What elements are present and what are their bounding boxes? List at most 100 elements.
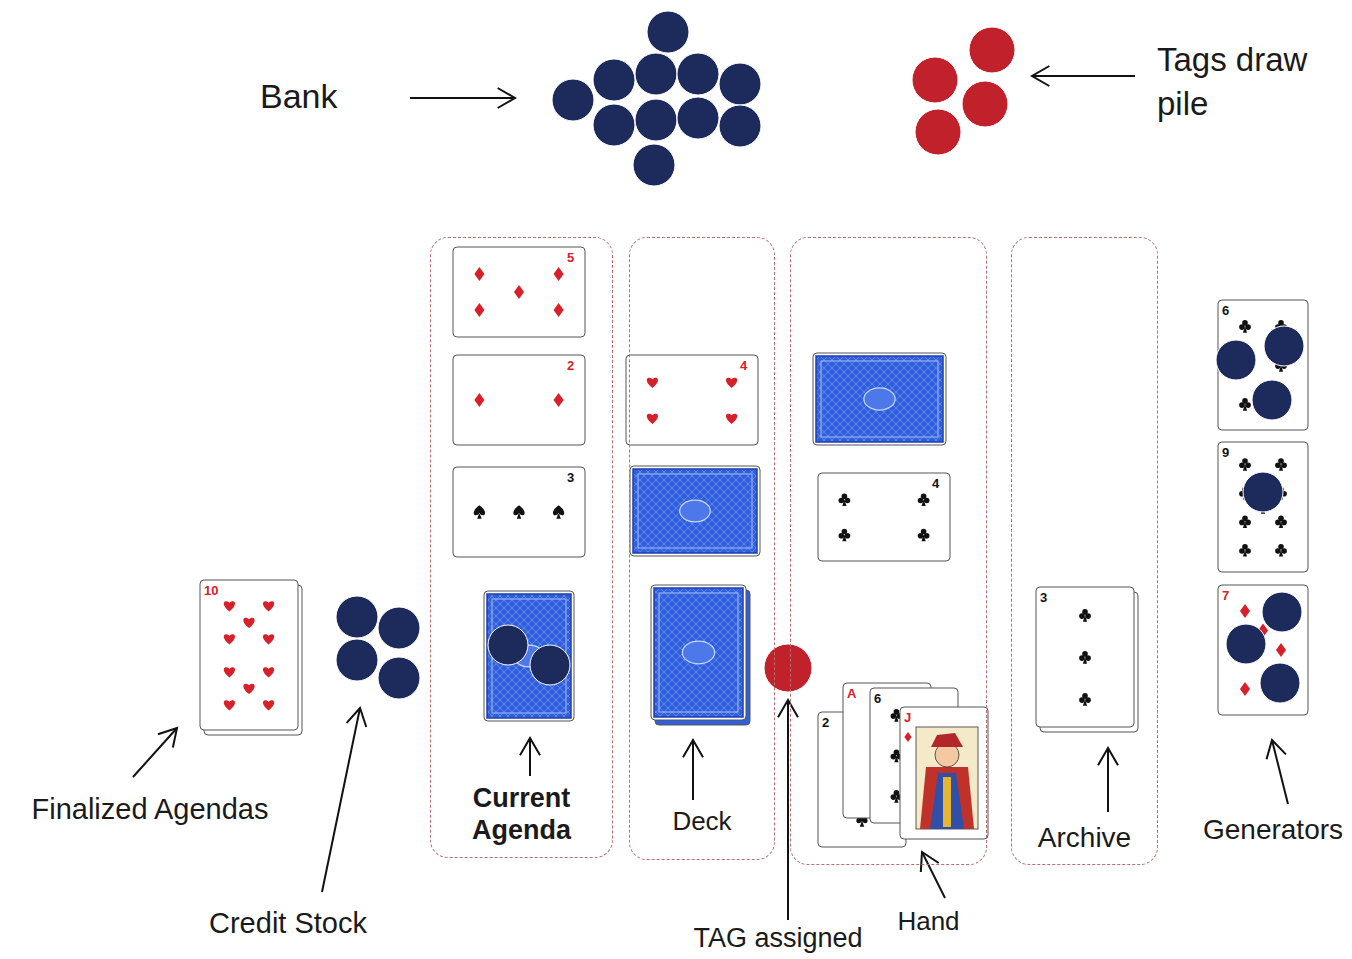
spade-pip xyxy=(553,505,564,518)
callout-label: Credit Stock xyxy=(209,906,367,941)
club-stem xyxy=(1083,657,1087,664)
club-lobe xyxy=(891,794,897,800)
jack-trim xyxy=(943,777,951,827)
club-stem xyxy=(842,535,846,542)
heart-pip xyxy=(243,684,254,694)
card-index: 2 xyxy=(822,716,829,729)
credit-token xyxy=(1243,472,1283,512)
club-pip xyxy=(839,494,851,507)
club-lobe xyxy=(1281,520,1287,526)
credit-token xyxy=(1252,380,1292,420)
credit-token xyxy=(635,99,677,141)
card-index: 10 xyxy=(204,584,218,597)
card-index: 5 xyxy=(567,251,574,264)
arrow-shaft xyxy=(692,740,694,800)
club-lobe xyxy=(891,713,897,719)
credit-token xyxy=(378,607,420,649)
club-stem xyxy=(1279,464,1283,471)
card-index: 4 xyxy=(932,477,939,490)
heart-pip xyxy=(263,601,274,611)
club-pip xyxy=(839,529,851,542)
callout-arrow xyxy=(1032,66,1135,86)
credit-token xyxy=(488,625,528,665)
callout-label: Generators xyxy=(1203,813,1343,847)
club-lobe xyxy=(1275,462,1281,468)
arrow-shaft xyxy=(529,738,531,776)
arrow-shaft xyxy=(787,700,789,920)
credit-token xyxy=(1216,340,1256,380)
zone-box: Hand xyxy=(790,237,987,865)
playing-card xyxy=(484,591,574,721)
club-lobe xyxy=(924,498,930,504)
club-lobe xyxy=(1239,520,1245,526)
playing-card xyxy=(1036,587,1138,732)
club-stem xyxy=(1279,521,1283,528)
arrow-head xyxy=(778,700,798,717)
club-stem xyxy=(894,715,898,722)
tag-token xyxy=(764,644,812,692)
arrow-shaft xyxy=(322,708,360,892)
club-pip xyxy=(1239,544,1251,557)
diamond-pip xyxy=(1240,682,1250,696)
credit-token xyxy=(1260,663,1300,703)
card-index: 3 xyxy=(567,471,574,484)
card-back-emblem xyxy=(864,388,895,410)
card-index: 6 xyxy=(1222,304,1229,317)
club-lobe xyxy=(1239,324,1245,330)
tag-token xyxy=(962,81,1008,127)
club-lobe xyxy=(1239,462,1245,468)
callout-arrow xyxy=(683,740,703,800)
club-pip xyxy=(1275,458,1287,471)
card-face xyxy=(630,466,760,556)
zone-box: Current Agenda xyxy=(430,237,613,858)
club-lobe xyxy=(1245,402,1251,408)
club-pip xyxy=(1239,320,1251,333)
club-lobe xyxy=(1245,462,1251,468)
club-stem xyxy=(1279,550,1283,557)
callout-label: Tags draw pile xyxy=(1157,38,1342,126)
club-lobe xyxy=(1085,613,1091,619)
club-pip xyxy=(1079,651,1091,664)
playing-card xyxy=(630,466,760,556)
club-lobe xyxy=(1275,520,1281,526)
card-face xyxy=(200,580,298,730)
heart-pip xyxy=(224,700,235,710)
diamond-pip xyxy=(474,267,484,281)
tag-token xyxy=(969,27,1015,73)
jack-cape xyxy=(930,773,964,829)
card-back xyxy=(633,469,757,553)
diamond-pip xyxy=(904,732,911,742)
club-lobe xyxy=(1245,548,1251,554)
callout-arrow xyxy=(1266,740,1288,804)
credit-token xyxy=(647,11,689,53)
card-back xyxy=(816,356,943,442)
card-face xyxy=(651,585,746,720)
credit-token xyxy=(677,53,719,95)
callout-arrow xyxy=(520,738,540,776)
credit-token xyxy=(530,645,570,685)
club-stem xyxy=(1083,699,1087,706)
card-index: 6 xyxy=(874,692,881,705)
credit-token xyxy=(378,657,420,699)
card-index: 3 xyxy=(1040,591,1047,604)
club-pip xyxy=(1079,693,1091,706)
arrow-shaft xyxy=(1032,75,1135,77)
club-pip xyxy=(1239,515,1251,528)
club-pip xyxy=(1239,458,1251,471)
heart-pip xyxy=(263,667,274,677)
club-lobe xyxy=(1079,655,1085,661)
arrow-shaft xyxy=(133,728,177,777)
heart-pip xyxy=(263,634,274,644)
diamond-pip xyxy=(474,393,484,407)
jack-frame xyxy=(916,727,978,829)
diamond-pip xyxy=(474,303,484,317)
arrow-head xyxy=(158,728,177,748)
card-back xyxy=(654,588,743,717)
diamond-pip xyxy=(554,267,564,281)
tag-token xyxy=(915,109,961,155)
club-stem xyxy=(1243,521,1247,528)
credit-token xyxy=(1226,624,1266,664)
card-face xyxy=(1218,442,1308,572)
club-stem xyxy=(922,535,926,542)
club-lobe xyxy=(924,533,930,539)
